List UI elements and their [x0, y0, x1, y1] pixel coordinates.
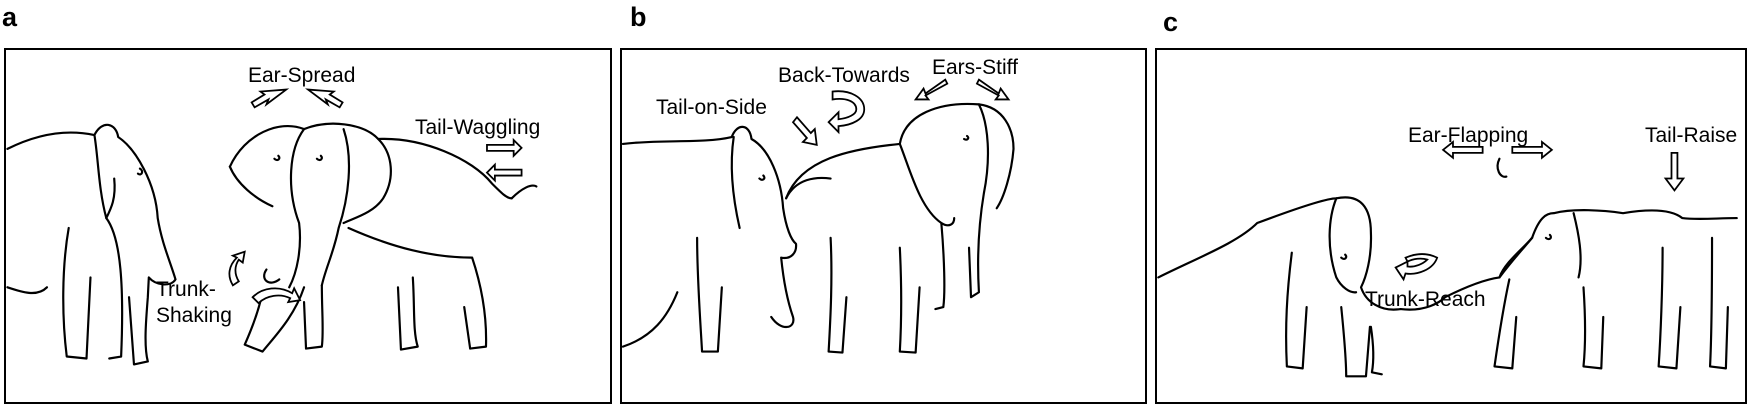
ear-flapping-arrow-left [1441, 140, 1484, 160]
panel-b-drawing [622, 78, 1015, 354]
tail-raise-arrow [1663, 151, 1686, 192]
ears-stiff-arrow-left [913, 78, 949, 101]
panel-b-letter: b [630, 2, 647, 32]
label-trunk-reach: Trunk-Reach [1365, 288, 1486, 311]
elephant-center [228, 122, 538, 353]
panel-c-letter: c [1163, 7, 1179, 37]
panel-a: Ear-Spread Tail-Waggling Trunk- Shaking [4, 48, 612, 404]
elephant-c-right [1443, 157, 1738, 370]
elephant-left [6, 123, 177, 366]
tail-waggle-arrow-right [486, 137, 523, 158]
panel-a-letter: a [2, 2, 18, 32]
elephant-c-left [1157, 196, 1447, 378]
label-ears-stiff: Ears-Stiff [932, 56, 1018, 79]
label-tail-raise: Tail-Raise [1645, 124, 1738, 147]
ear-flapping-arrow-right [1511, 140, 1554, 160]
elephant-b-right [785, 102, 1015, 354]
label-trunk-shaking-2: Shaking [156, 304, 232, 327]
panel-c: Ear-Flapping Tail-Raise Trunk-Reach [1155, 48, 1747, 404]
elephant-b-left [622, 125, 798, 353]
tail-waggle-arrow-left [485, 162, 523, 183]
label-tail-waggling: Tail-Waggling [415, 116, 541, 139]
ear-spread-arrow-right [305, 88, 344, 109]
trunk-shake-arrow-up [228, 250, 246, 287]
tail-on-side-arrow [791, 115, 818, 147]
label-tail-on-side: Tail-on-Side [656, 96, 767, 119]
label-ear-flapping: Ear-Flapping [1408, 124, 1529, 147]
label-back-towards: Back-Towards [778, 64, 910, 87]
panel-b: Back-Towards Ears-Stiff Tail-on-Side [620, 48, 1147, 404]
ears-stiff-arrow-right [975, 78, 1011, 101]
trunk-shake-arrow-right [251, 286, 302, 305]
back-towards-arrow [827, 90, 866, 135]
panel-c-drawing [1157, 140, 1738, 378]
ear-spread-arrow-left [250, 88, 290, 109]
panel-a-drawing [6, 88, 538, 366]
label-trunk-shaking-1: Trunk- [156, 278, 216, 301]
trunk-reach-arrow [1394, 253, 1439, 282]
label-ear-spread: Ear-Spread [248, 64, 356, 87]
